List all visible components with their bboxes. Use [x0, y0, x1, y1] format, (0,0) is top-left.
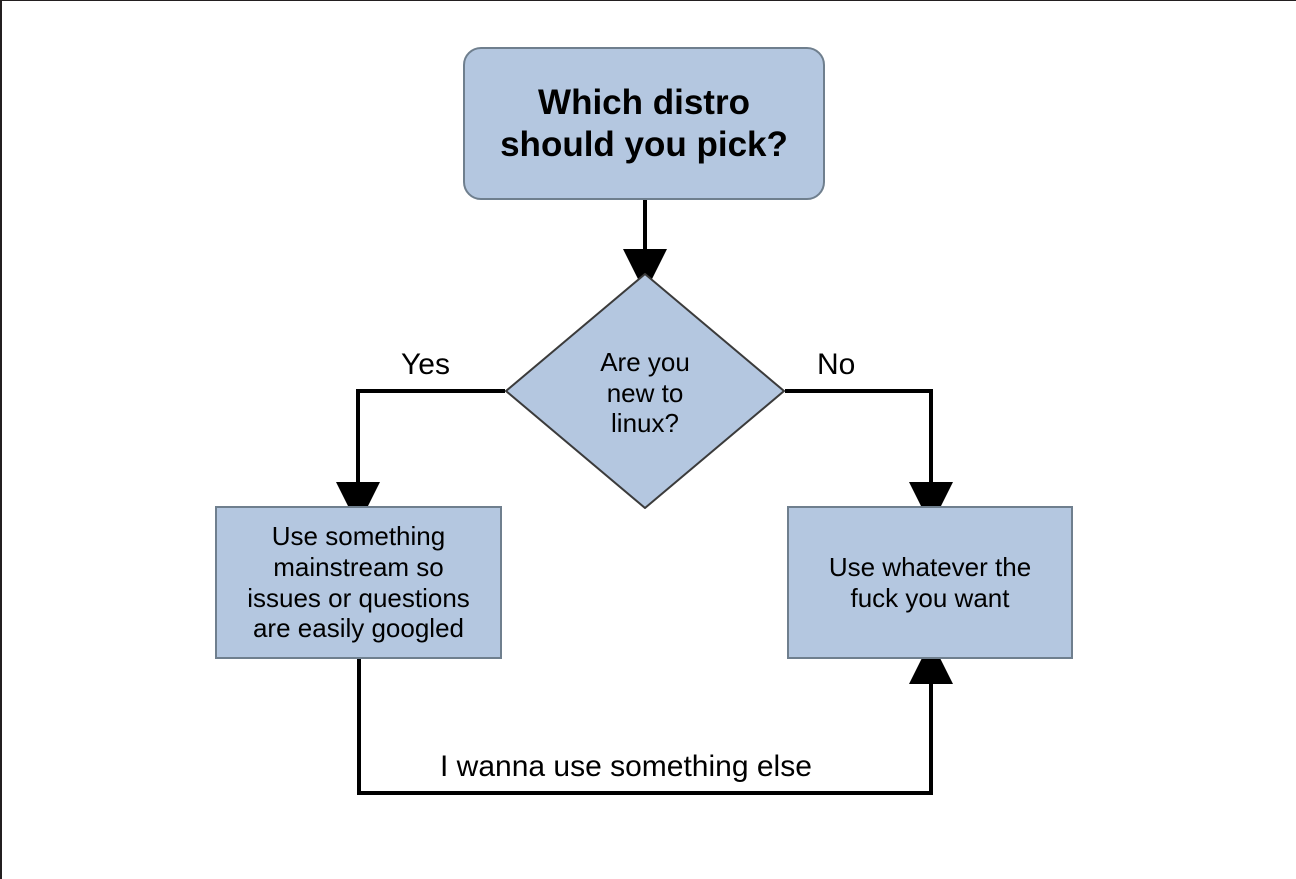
edge-label-yes: Yes	[401, 348, 450, 381]
node-start[interactable]: Which distro should you pick?	[463, 47, 825, 200]
edge-decision-yes	[336, 389, 505, 526]
node-outcome-whatever-label: Use whatever the fuck you want	[828, 551, 1032, 613]
node-decision-label: Are you new to linux?	[600, 346, 690, 439]
node-outcome-mainstream-label: Use something mainstream so issues or qu…	[247, 521, 470, 644]
edge-decision-no	[785, 389, 953, 526]
diamond-shape	[505, 273, 785, 509]
edge-label-no: No	[817, 348, 856, 381]
edge-loop-back	[357, 640, 953, 795]
edge-label-loop-back: I wanna use something else	[432, 750, 820, 784]
node-decision[interactable]: Are you new to linux?	[505, 273, 785, 509]
node-start-label: Which distro should you pick?	[500, 82, 788, 164]
node-outcome-mainstream[interactable]: Use something mainstream so issues or qu…	[215, 506, 502, 659]
node-outcome-whatever[interactable]: Use whatever the fuck you want	[787, 506, 1073, 659]
